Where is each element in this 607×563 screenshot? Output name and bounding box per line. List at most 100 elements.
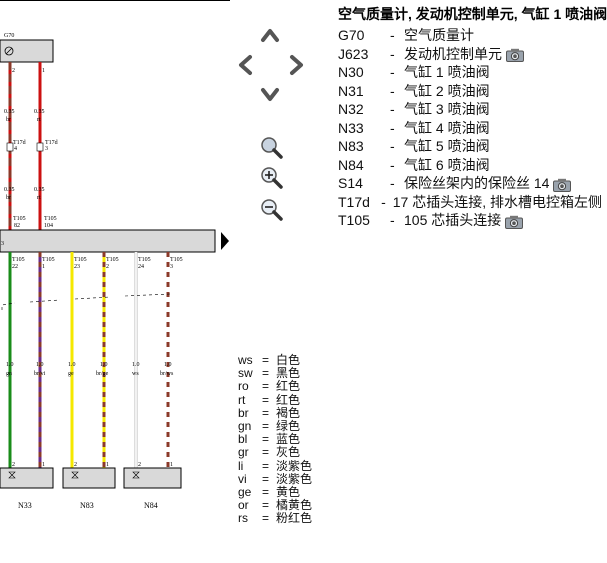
g70-component-box — [0, 39, 54, 63]
color-code: or — [238, 498, 249, 513]
legend-item: N32-气缸 3 喷油阀 — [338, 100, 602, 119]
color-name: 橘黄色 — [276, 498, 313, 513]
legend-item: N31-气缸 2 喷油阀 — [338, 82, 602, 101]
color-equals: = — [262, 418, 270, 433]
color-equals: = — [262, 405, 270, 420]
color-code: rt — [238, 392, 246, 407]
svg-text:3: 3 — [1, 241, 4, 247]
color-item: br=褐色 — [238, 405, 312, 420]
chevron-right-icon[interactable] — [288, 54, 306, 76]
color-item: bl=蓝色 — [238, 432, 312, 447]
zoom-out-icon[interactable] — [260, 198, 284, 222]
svg-text:3: 3 — [45, 146, 48, 152]
color-code: br — [238, 405, 249, 420]
color-name: 红色 — [276, 392, 301, 407]
legend-item-dash: - — [390, 175, 395, 192]
legend-item: T17d-17 芯插头连接, 排水槽电控箱左侧 — [338, 193, 602, 212]
color-code: ws — [238, 353, 253, 367]
color-item: gn=绿色 — [238, 418, 312, 433]
color-name: 黄色 — [276, 484, 301, 499]
svg-text:104: 104 — [44, 223, 53, 229]
color-item: ro=红色 — [238, 380, 312, 393]
legend-item-code: N30 — [338, 64, 364, 81]
legend-item-desc: 气缸 4 喷油阀 — [404, 119, 490, 136]
svg-text:0.35: 0.35 — [34, 109, 45, 115]
chevron-up-icon[interactable] — [260, 26, 280, 44]
control-unit-bus — [0, 229, 216, 253]
legend-item-dash: - — [390, 101, 395, 118]
color-equals: = — [262, 366, 270, 381]
legend-item-desc: 发动机控制单元 — [404, 44, 602, 64]
legend-item-dash: - — [390, 27, 395, 44]
navigation-controls — [234, 26, 306, 226]
legend-item: N83-气缸 5 喷油阀 — [338, 137, 602, 156]
svg-text:rt: rt — [37, 195, 41, 201]
svg-text:br/ge: br/ge — [96, 371, 109, 377]
legend-item: G70-空气质量计 — [338, 26, 602, 45]
chevron-down-icon[interactable] — [260, 86, 280, 104]
svg-text:1.0: 1.0 — [68, 362, 76, 368]
color-item: or = 橘黄色 — [238, 498, 313, 513]
svg-text:T105: T105 — [13, 216, 26, 222]
color-equals: = — [262, 511, 270, 526]
color-name: 灰色 — [276, 445, 301, 460]
injector-n84-label: N84 — [144, 501, 158, 510]
legend-item-code: N83 — [338, 138, 364, 155]
svg-text:2: 2 — [106, 264, 109, 270]
svg-text:1.0: 1.0 — [132, 362, 140, 368]
color-equals: = — [262, 353, 270, 367]
sensor-symbol-icon — [4, 46, 14, 56]
injector-n84 — [123, 467, 182, 489]
g70-label: G70 — [4, 33, 14, 39]
legend-item-desc: 17 芯插头连接, 排水槽电控箱左侧 — [392, 193, 602, 210]
svg-text:br: br — [6, 117, 11, 123]
svg-text:1: 1 — [170, 462, 173, 468]
svg-text:rt: rt — [37, 117, 41, 123]
injector-n33-label: N33 — [18, 501, 32, 510]
camera-icon[interactable] — [506, 48, 524, 63]
camera-icon[interactable] — [505, 215, 524, 229]
svg-text:ge: ge — [68, 371, 74, 377]
chevron-left-icon[interactable] — [236, 54, 254, 76]
zoom-fit-icon[interactable] — [260, 136, 284, 160]
color-code: bl — [238, 432, 248, 447]
color-equals: = — [262, 458, 270, 473]
svg-text:T105: T105 — [74, 257, 87, 263]
svg-text:T105: T105 — [12, 257, 25, 263]
color-code: rs — [238, 511, 248, 526]
legend-item-code: N84 — [338, 156, 364, 173]
legend-item: T105-105 芯插头连接 — [338, 211, 602, 230]
svg-text:1: 1 — [106, 462, 109, 468]
legend-item-desc: 气缸 6 喷油阀 — [404, 156, 490, 173]
legend-item-desc: 气缸 1 喷油阀 — [404, 64, 490, 81]
svg-text:T17d: T17d — [45, 140, 58, 146]
color-equals: = — [262, 484, 270, 499]
color-name: 白色 — [276, 353, 301, 367]
legend-item-desc: 气缸 5 喷油阀 — [404, 138, 490, 155]
color-item: rt = 红色 — [238, 392, 312, 407]
svg-text:gn: gn — [6, 371, 12, 377]
camera-icon[interactable] — [553, 178, 572, 192]
legend-item-dash: - — [390, 119, 395, 136]
color-item: rs=粉红色 — [238, 512, 312, 525]
injector-n83 — [62, 467, 116, 489]
legend-item-dash: - — [390, 64, 395, 81]
svg-text:2: 2 — [138, 462, 141, 468]
zoom-in-icon[interactable] — [260, 166, 284, 190]
svg-text:T105: T105 — [138, 257, 151, 263]
color-equals: = — [262, 392, 270, 407]
legend-item: J623-发动机控制单元 — [338, 45, 602, 64]
legend-item-desc: 保险丝架内的保险丝 14 — [404, 173, 602, 193]
color-code: sw — [238, 366, 253, 381]
svg-text:T105: T105 — [170, 257, 183, 263]
injector-n83-label: N83 — [80, 501, 94, 510]
legend-title: 空气质量计, 发动机控制单元, 气缸 1 喷油阀 — [338, 6, 607, 22]
color-equals: = — [262, 498, 270, 513]
color-name: 淡紫色 — [276, 471, 313, 486]
color-name: 绿色 — [276, 418, 301, 433]
color-item: vi=淡紫色 — [238, 471, 313, 486]
svg-text:2: 2 — [12, 68, 15, 74]
legend-item-code: T17d — [338, 193, 370, 210]
